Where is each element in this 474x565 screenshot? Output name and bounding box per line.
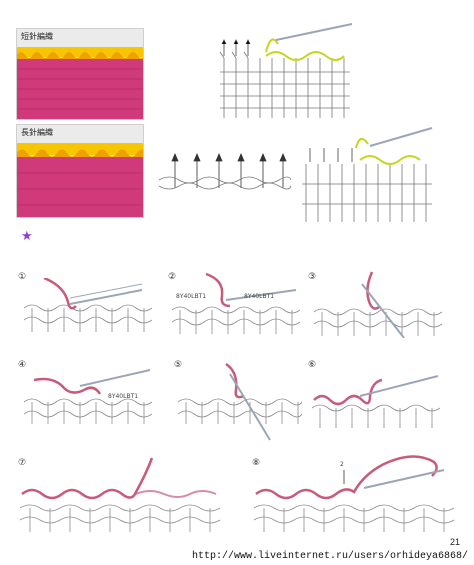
double-crochet-swatch — [17, 143, 143, 217]
step-number-8: ⑧ — [252, 458, 261, 468]
dc-fabric-diagram — [302, 127, 433, 222]
swatch-panel-double-crochet: 長針編織 — [16, 124, 144, 218]
step-number-4: ④ — [18, 360, 27, 370]
swatch-label: 長針編織 — [21, 128, 53, 137]
sc-fabric-diagram — [219, 23, 353, 118]
step-3-diagram — [314, 271, 442, 338]
swatch-label: 短針編織 — [21, 32, 53, 41]
step-2-diagram: 8Y40LBT1 8Y40LBT1 — [172, 272, 300, 334]
step-6-diagram — [312, 375, 440, 428]
step-number-3: ③ — [308, 272, 317, 282]
step-number-1: ① — [18, 272, 27, 282]
step-4-diagram: 8Y40LBT1 — [24, 369, 152, 424]
step-2-right-note: 8Y40LBT1 — [244, 293, 274, 300]
step-2-left-note: 8Y40LBT1 — [176, 293, 206, 300]
step-7-diagram — [20, 457, 221, 532]
step-5-diagram — [178, 362, 302, 441]
step-4-note: 8Y40LBT1 — [108, 393, 138, 400]
section-star-icon: ★ — [21, 229, 33, 244]
step-8-diagram: 2 — [254, 455, 455, 532]
swatch-panel-single-crochet: 短針編織 — [16, 28, 144, 120]
single-crochet-swatch — [17, 47, 143, 119]
step-8-label: 2 — [340, 461, 344, 468]
step-1-diagram — [24, 278, 152, 332]
page-number: 21 — [449, 537, 460, 547]
step-number-7: ⑦ — [18, 458, 27, 468]
arrow-chain-diagram — [158, 152, 292, 190]
step-number-5: ⑤ — [174, 360, 183, 370]
step-number-2: ② — [168, 272, 177, 282]
step-number-6: ⑥ — [308, 360, 317, 370]
footer-url-link[interactable]: http://www.liveinternet.ru/users/orhidey… — [191, 551, 468, 562]
